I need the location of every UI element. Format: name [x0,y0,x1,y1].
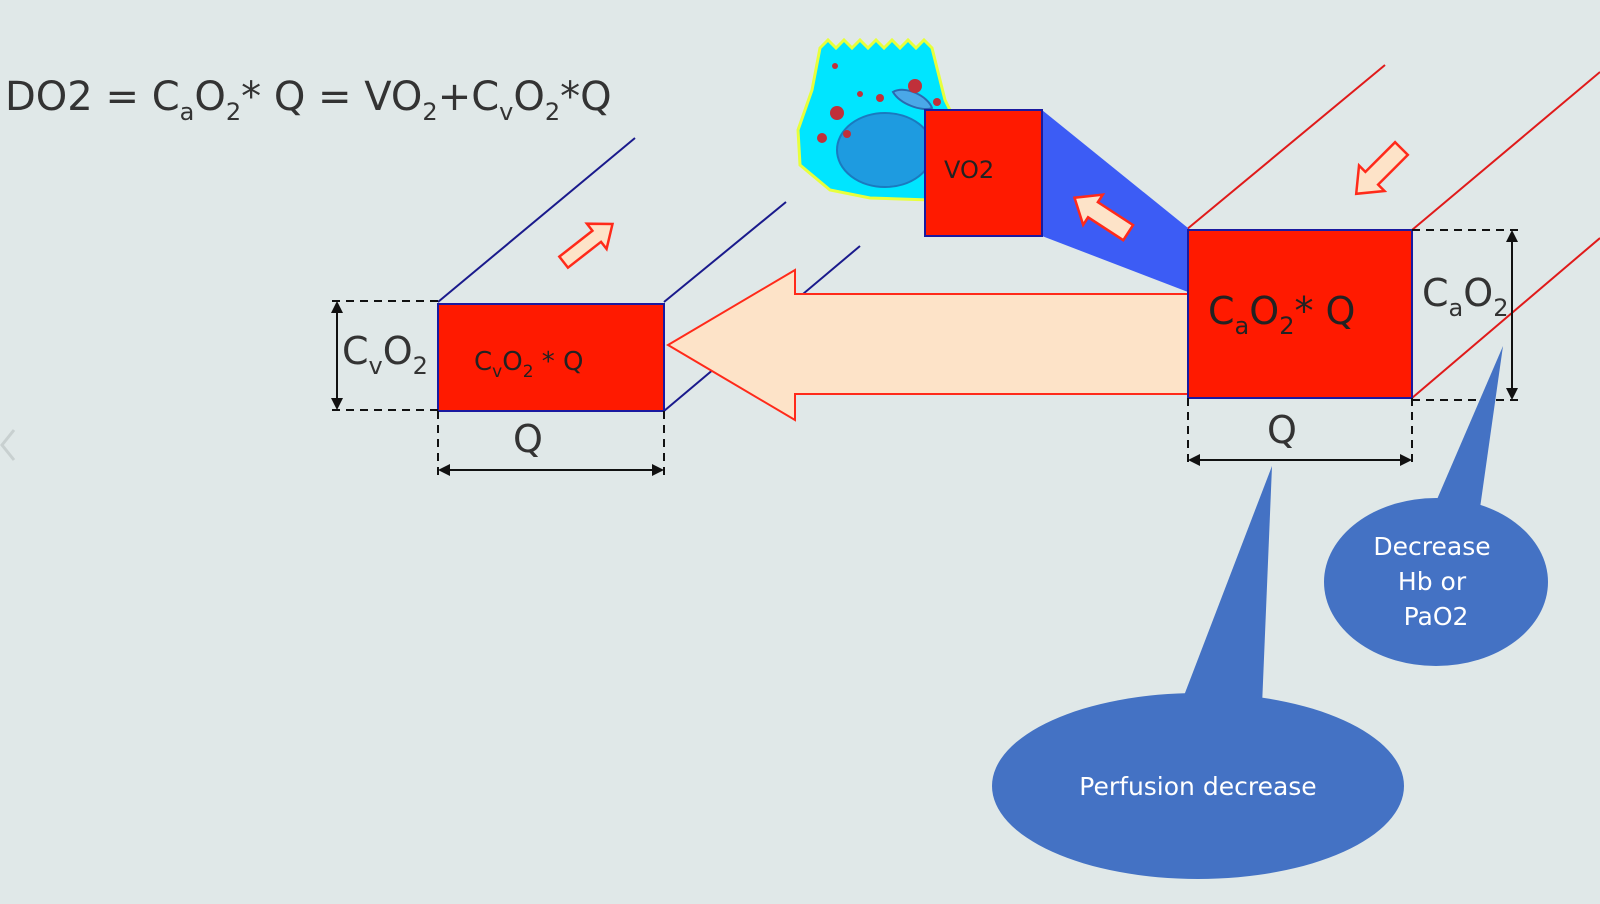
cell-organelle [891,88,934,110]
venous-box [437,303,665,412]
arterial-dimension-arrowheads [1188,230,1518,466]
arterial-side-label: CaO2 [1422,271,1508,322]
venous-box-label: CvO2 * Q [474,347,584,382]
perfusion-callout-text: Perfusion decrease [1079,772,1316,801]
venous-dimensions [332,300,665,475]
formula-text: DO2 = CaO2* Q = VO2+CvO2*Q [5,74,612,126]
venous-outflow-arrow-icon [557,222,615,270]
vo2-box [924,109,1043,237]
hb-pao2-callout-text: Decrease Hb or PaO2 [1373,532,1498,631]
perfusion-callout: Perfusion decrease [992,466,1404,879]
arterial-dimensions [1187,229,1518,465]
flow-arrow-large [666,268,1189,422]
arterial-width-label: Q [1267,408,1297,452]
venous-width-label: Q [513,417,543,461]
vo2-label: VO2 [944,156,994,184]
chevron-left-icon[interactable] [0,429,16,461]
arterial-vessel-lines [1185,64,1600,399]
cell-illustration [796,37,957,202]
cell-nucleus [836,112,934,188]
venous-side-label: CvO2 [342,329,428,380]
venous-dimension-arrowheads [331,301,664,476]
arterial-box [1187,229,1413,399]
oxygen-uptake-beam [1042,110,1188,292]
arterial-box-label: CaO2* Q [1208,289,1355,340]
arterial-inflow-arrow-icon [1354,140,1410,196]
cell-vesicles [817,63,941,143]
uptake-arrow-icon [1072,193,1135,242]
hb-pao2-callout: Decrease Hb or PaO2 [1324,346,1548,666]
